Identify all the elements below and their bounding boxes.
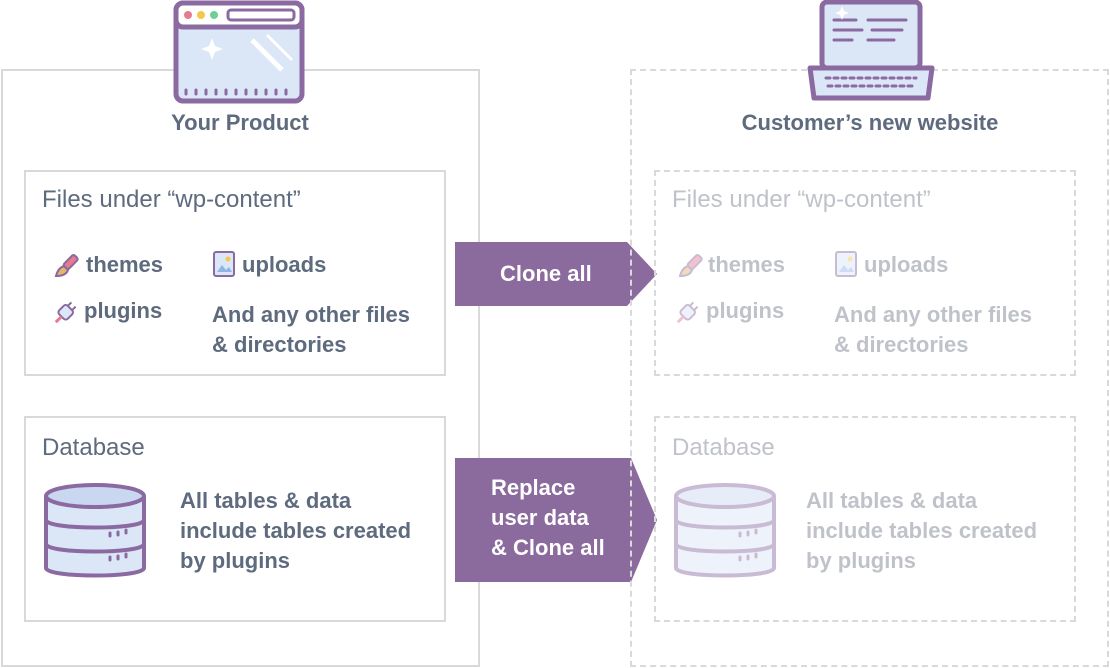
- left-themes-label: themes: [86, 252, 164, 277]
- plug-icon: [54, 301, 77, 324]
- clone-arrow: [455, 242, 657, 306]
- your-product-heading: Your Product: [171, 110, 309, 135]
- database-icon: [674, 483, 776, 578]
- right-database-text: All tables & data include tables created…: [806, 488, 1038, 573]
- replace-arrow-label: Replace user data & Clone all: [491, 475, 605, 560]
- right-uploads-label: uploads: [864, 252, 949, 277]
- left-other-files-text: And any other files & directories: [212, 302, 411, 357]
- left-files-title: Files under “wp-content”: [42, 186, 301, 213]
- customer-website-heading: Customer’s new website: [741, 110, 999, 135]
- right-database-title: Database: [672, 434, 775, 461]
- replace-arrow: [455, 458, 657, 582]
- laptop-icon: [807, 0, 935, 101]
- right-other-files-text: And any other files & directories: [834, 302, 1033, 357]
- left-database-text: All tables & data include tables created…: [180, 488, 412, 573]
- left-database-box: Database All tables & data include table…: [24, 416, 446, 622]
- left-database-title: Database: [42, 434, 145, 461]
- database-icon: [44, 483, 146, 578]
- right-files-title: Files under “wp-content”: [672, 186, 931, 213]
- right-database-box: Database All tables & data include table…: [654, 416, 1076, 622]
- left-plugins-label: plugins: [84, 298, 163, 323]
- clone-arrow-label: Clone all: [500, 261, 592, 286]
- image-file-icon: [213, 251, 235, 277]
- paintbrush-icon: [678, 254, 703, 278]
- plug-icon: [676, 301, 699, 324]
- right-themes-label: themes: [708, 252, 786, 277]
- right-files-box: Files under “wp-content” themes uploads …: [654, 170, 1076, 376]
- left-files-box: Files under “wp-content” themes uploads …: [24, 170, 446, 376]
- left-uploads-label: uploads: [242, 252, 327, 277]
- image-file-icon: [835, 251, 857, 277]
- browser-window-icon: [173, 0, 305, 104]
- right-plugins-label: plugins: [706, 298, 785, 323]
- paintbrush-icon: [54, 254, 79, 278]
